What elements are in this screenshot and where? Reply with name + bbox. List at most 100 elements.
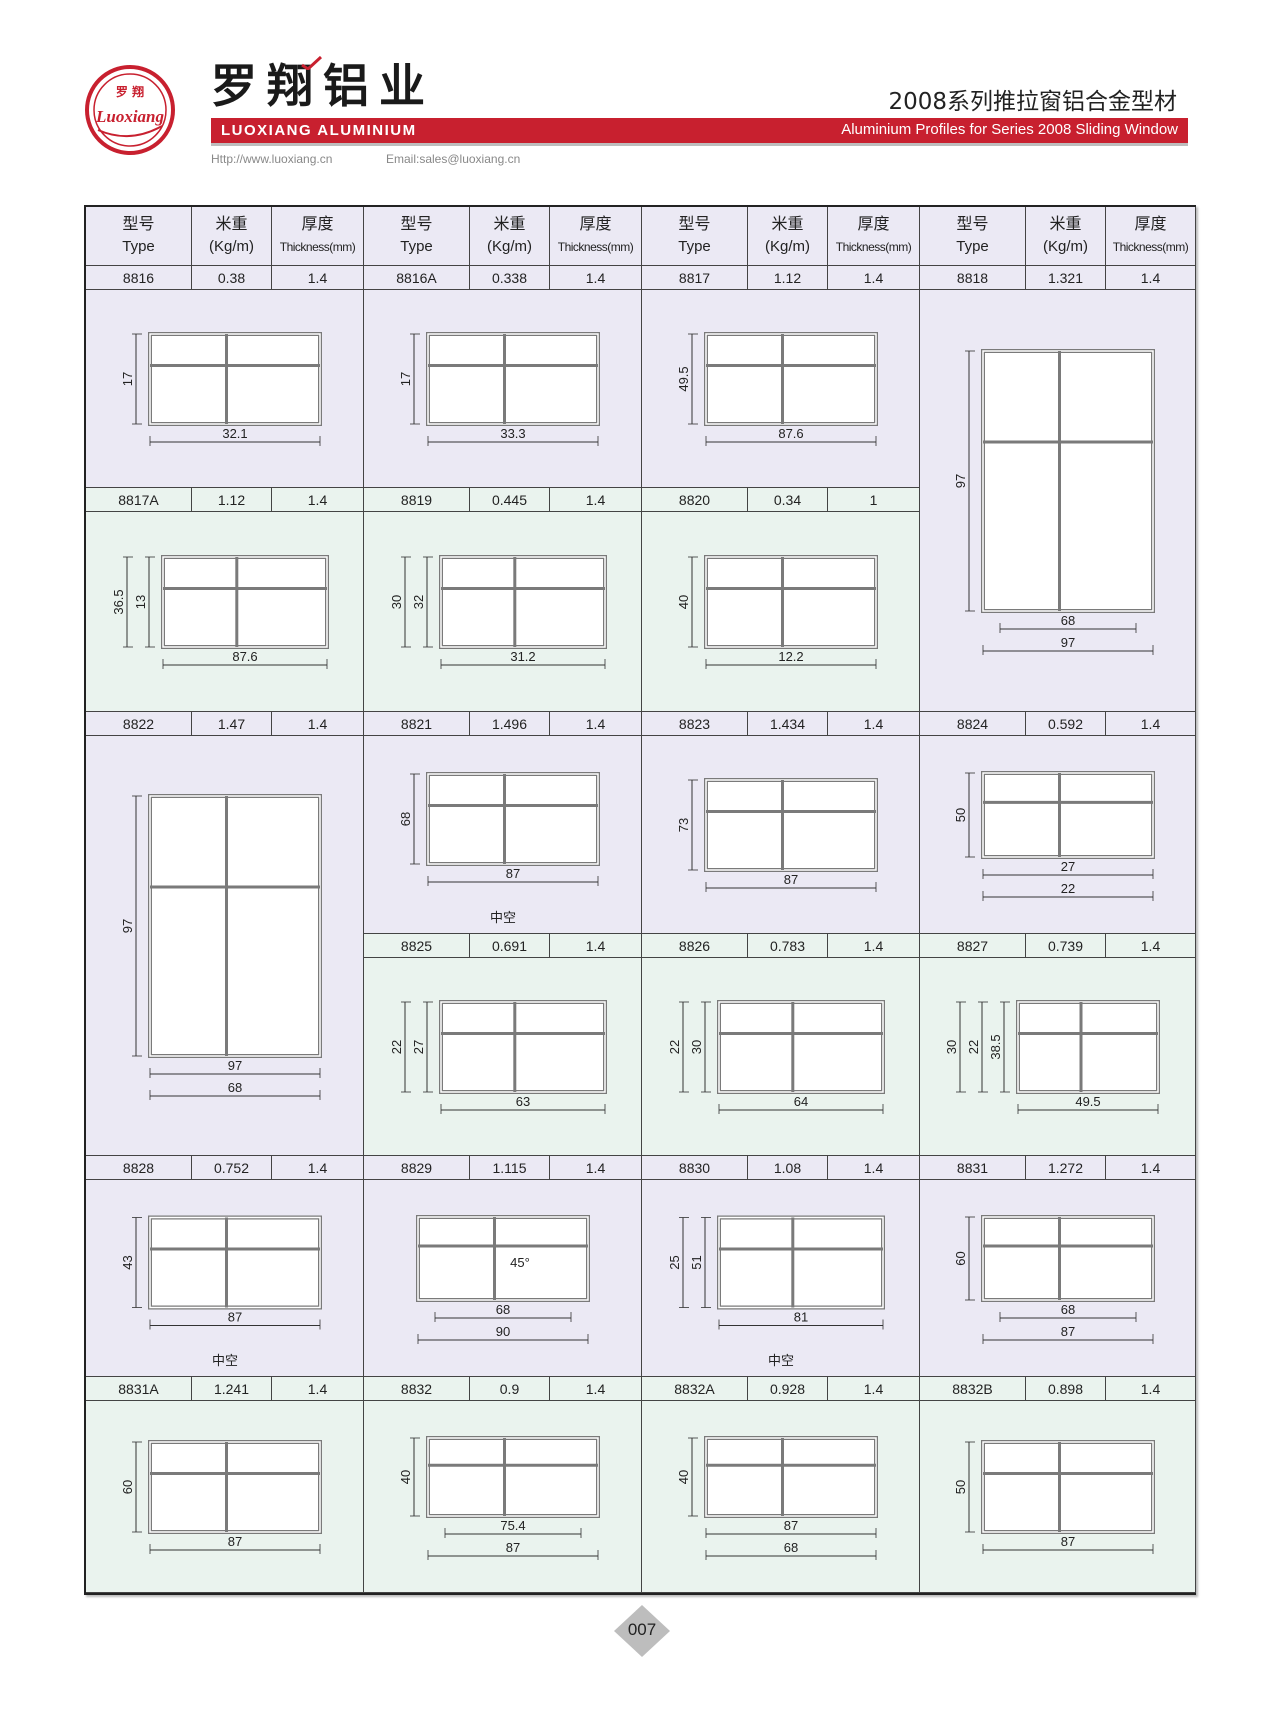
product-weight: 0.739	[1026, 934, 1106, 958]
dimension-line-vertical	[956, 1001, 966, 1093]
column-header-en: Type	[400, 238, 433, 255]
product-type: 8817	[642, 266, 748, 290]
profile-shape	[416, 1215, 590, 1302]
dimension-label: 22	[966, 1040, 981, 1054]
product-thickness: 1	[828, 488, 920, 512]
product-type: 8831A	[86, 1377, 192, 1401]
product-type: 8829	[364, 1156, 470, 1180]
product-weight: 1.434	[748, 712, 828, 736]
dimension-line-vertical	[132, 795, 142, 1057]
product-type: 8828	[86, 1156, 192, 1180]
profile-shape	[717, 1000, 885, 1094]
page-number: 007	[627, 1620, 657, 1639]
dimension-line-horizontal	[417, 1334, 589, 1344]
column-header-cn: 型号	[122, 216, 155, 233]
profile-shape	[1016, 1000, 1160, 1094]
profile-shape	[981, 1215, 1155, 1302]
product-weight: 0.691	[470, 934, 550, 958]
dimension-label: 22	[1061, 881, 1075, 896]
product-thickness: 1.4	[272, 266, 364, 290]
dimension-label: 87	[506, 866, 520, 881]
dimension-line-horizontal	[149, 1319, 321, 1330]
dimension-line-vertical	[410, 773, 420, 865]
product-thickness: 1.4	[550, 934, 642, 958]
product-thickness: 1.4	[828, 934, 920, 958]
column-header-cn: 米重	[771, 216, 804, 233]
email-link[interactable]: Email:sales@luoxiang.cn	[386, 152, 521, 166]
column-header-cn: 型号	[678, 216, 711, 233]
column-header-en: Thickness(mm)	[557, 240, 634, 254]
svg-text:罗 翔: 罗 翔	[116, 84, 144, 99]
page-badge-diamond	[614, 1605, 670, 1657]
product-type: 8817A	[86, 488, 192, 512]
svg-text:Luoxiang: Luoxiang	[95, 107, 165, 126]
dimension-line-horizontal	[440, 659, 606, 669]
product-type: 8822	[86, 712, 192, 736]
product-type: 8826	[642, 934, 748, 958]
dimension-label: 32.1	[222, 426, 247, 441]
dimension-label: 87	[506, 1540, 520, 1555]
dimension-label: 68	[1061, 1302, 1075, 1317]
dimension-line-horizontal	[718, 1319, 884, 1330]
dimension-line-horizontal	[999, 623, 1137, 633]
product-type: 8832	[364, 1377, 470, 1401]
product-thickness: 1.4	[828, 1377, 920, 1401]
dimension-label: 97	[228, 1058, 242, 1073]
dimension-label: 68	[496, 1302, 510, 1317]
profile-shape	[981, 771, 1155, 859]
dimension-line-horizontal	[149, 1090, 321, 1100]
product-weight: 0.928	[748, 1377, 828, 1401]
column-header-cn: 厚度	[579, 216, 612, 233]
dimension-line-vertical	[423, 1001, 433, 1093]
profile-shape	[704, 1436, 878, 1518]
dimension-label: 17	[398, 372, 413, 386]
column-header-en: Type	[956, 238, 989, 255]
product-thickness: 1.4	[550, 266, 642, 290]
dimension-line-vertical	[145, 556, 155, 648]
profile-shape	[426, 332, 600, 426]
column-header-cn: 厚度	[857, 216, 890, 233]
dimension-label: 68	[1061, 613, 1075, 628]
dimension-line-horizontal	[999, 1312, 1137, 1322]
dimension-label: 13	[133, 595, 148, 609]
dimension-line-horizontal	[427, 1550, 599, 1560]
product-thickness: 1.4	[828, 266, 920, 290]
product-type: 8818	[920, 266, 1026, 290]
dimension-label: 87	[1061, 1324, 1075, 1339]
dimension-line-horizontal	[982, 891, 1154, 901]
hollow-note: 中空	[768, 1353, 794, 1368]
product-thickness: 1.4	[550, 488, 642, 512]
column-header-en: Thickness(mm)	[279, 240, 356, 254]
product-thickness: 1.4	[550, 1377, 642, 1401]
profile-shape	[148, 1215, 322, 1310]
profile-shape	[439, 1000, 607, 1094]
column-header-en: (Kg/m)	[765, 238, 810, 255]
product-thickness: 1.4	[1106, 934, 1196, 958]
dimension-label: 32	[411, 595, 426, 609]
product-type: 8831	[920, 1156, 1026, 1180]
dimension-label: 64	[794, 1094, 808, 1109]
dimension-label: 68	[784, 1540, 798, 1555]
dimension-label: 97	[120, 919, 135, 933]
dimension-label: 36.5	[111, 589, 126, 614]
dimension-line-vertical	[688, 779, 698, 871]
website-link[interactable]: Http://www.luoxiang.cn	[211, 152, 333, 166]
dimension-label: 68	[398, 812, 413, 826]
product-weight: 1.272	[1026, 1156, 1106, 1180]
product-type: 8820	[642, 488, 748, 512]
product-type: 8819	[364, 488, 470, 512]
dimension-label: 22	[667, 1040, 682, 1054]
dimension-line-vertical	[410, 1437, 420, 1517]
dimension-line-horizontal	[705, 1528, 877, 1538]
dimension-label: 87	[784, 1518, 798, 1533]
dimension-line-horizontal	[149, 1068, 321, 1078]
angle-label: 45°	[510, 1255, 530, 1270]
